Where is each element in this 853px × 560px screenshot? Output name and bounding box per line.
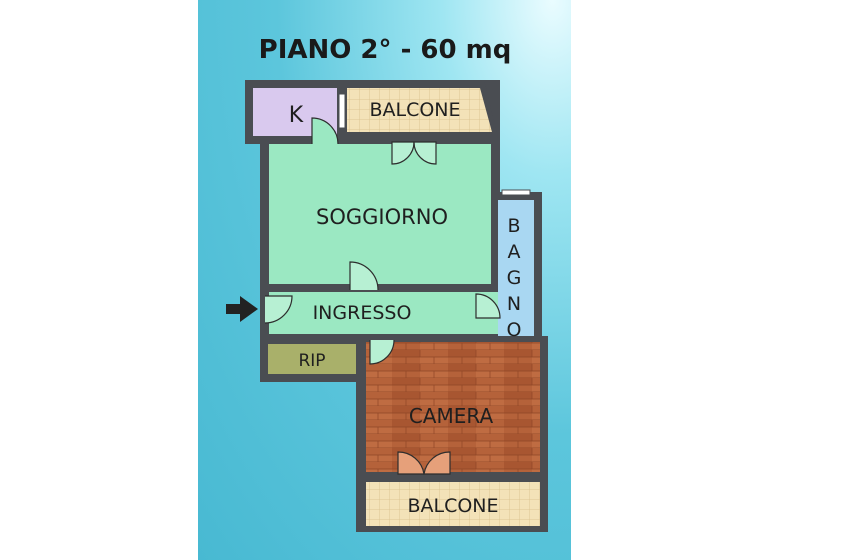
floor-plan-panel: PIANO 2° - 60 mq [198, 0, 571, 560]
doors [264, 117, 501, 482]
kitchen-window [338, 93, 346, 129]
label-living: SOGGIORNO [316, 205, 448, 229]
label-bath: B A G N O [507, 215, 522, 341]
label-balcony-top: BALCONE [369, 99, 460, 121]
room-entry [269, 292, 475, 334]
floor-plan: PIANO 2° - 60 mq [226, 35, 548, 532]
label-kitchen: K [289, 103, 304, 128]
label-bath-letter: A [508, 241, 521, 263]
arrow-right-icon [226, 296, 258, 322]
label-entry: INGRESSO [313, 302, 412, 324]
label-bath-letter: B [507, 215, 520, 237]
room-balcony-bottom [366, 482, 540, 526]
room-bath [498, 200, 534, 336]
room-balcony-top [347, 88, 492, 132]
label-balcony-bottom: BALCONE [407, 495, 498, 517]
bath-window [501, 189, 531, 196]
label-storage: RIP [298, 351, 325, 371]
label-bath-letter: O [507, 319, 522, 341]
room-living [269, 144, 491, 284]
room-storage [268, 344, 356, 374]
room-bedroom [366, 342, 540, 472]
label-bath-letter: N [507, 293, 521, 315]
plan-title: PIANO 2° - 60 mq [259, 35, 512, 65]
label-bath-letter: G [507, 267, 522, 289]
label-bedroom: CAMERA [409, 404, 494, 428]
